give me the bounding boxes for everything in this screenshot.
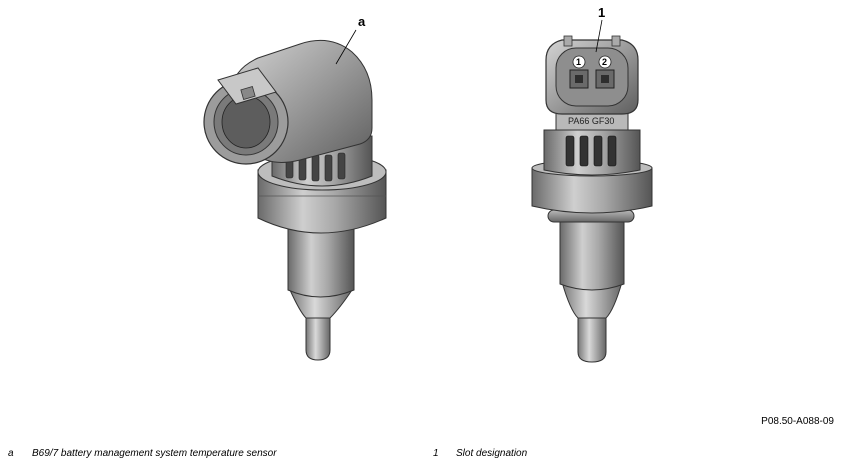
sensor-shaft — [287, 221, 355, 298]
front-vent-slots — [565, 135, 617, 167]
mold-marking: PA66 GF30 — [568, 116, 614, 126]
callout-label-1: 1 — [598, 5, 605, 20]
connector-latch — [217, 67, 277, 105]
front-sensor-shaft — [559, 219, 625, 291]
pin-number-1: 1 — [576, 57, 581, 67]
legend-text-a: B69/7 battery management system temperat… — [32, 448, 277, 459]
callout-label-a: a — [358, 14, 366, 29]
sensor-taper — [289, 289, 353, 319]
callout-a: a — [335, 14, 366, 65]
front-sensor-neck — [543, 129, 641, 176]
callout-1: 1 — [595, 5, 605, 53]
legend-key-a: a — [8, 448, 14, 459]
legend-key-1: 1 — [433, 448, 439, 459]
sensor-side-view — [203, 39, 387, 361]
legend-text-1: Slot designation — [456, 448, 528, 459]
document-code: P08.50-A088-09 — [761, 416, 834, 427]
sensor-front-view: PA66 GF30 1 2 — [531, 35, 653, 363]
front-sensor-collar — [531, 167, 653, 214]
pin-number-2: 2 — [602, 57, 607, 67]
